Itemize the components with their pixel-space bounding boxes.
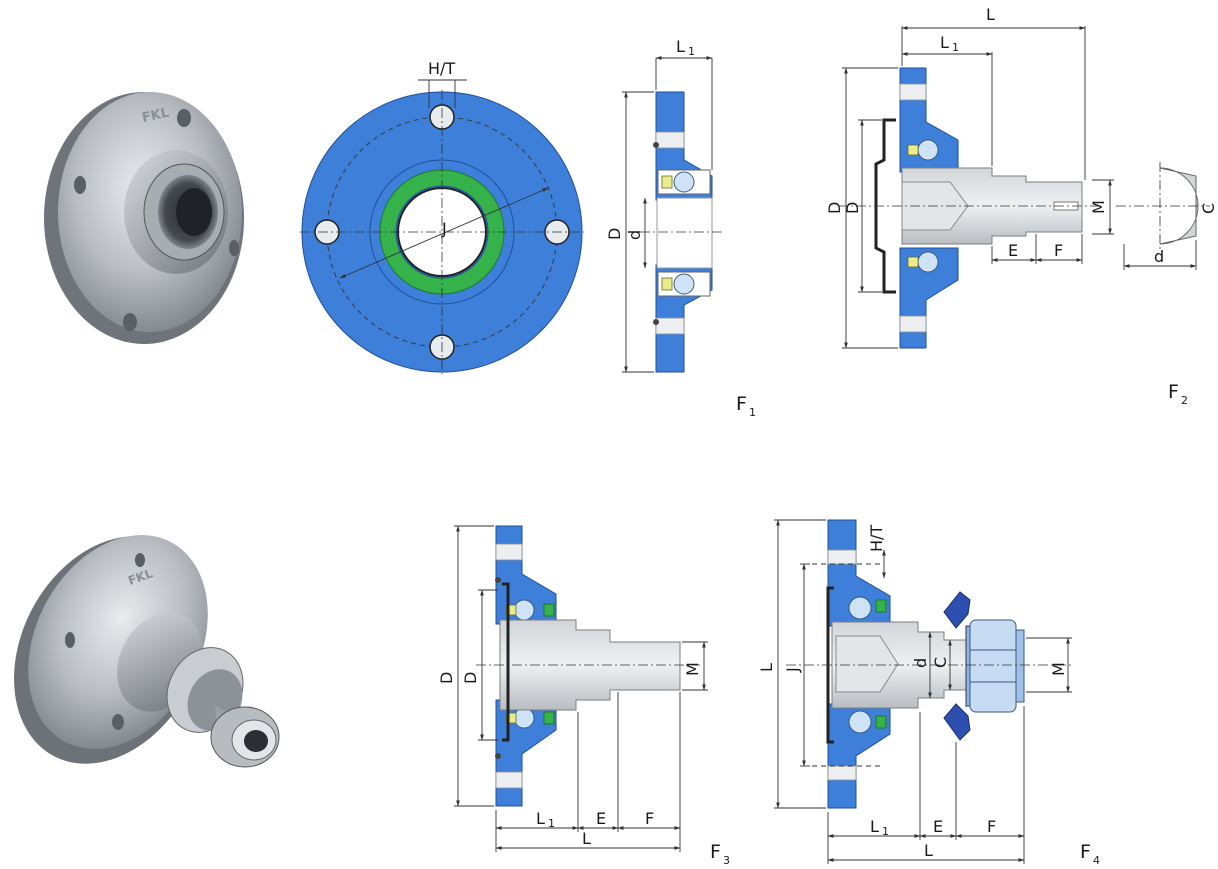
svg-text:3: 3 (723, 854, 730, 867)
svg-text:1: 1 (952, 41, 959, 54)
figure-label-f2: F (1168, 381, 1179, 403)
label-d1-upper-f3: D (461, 672, 480, 684)
label-d-shaft: d (1154, 247, 1164, 266)
label-d1-upper-f2: D (843, 202, 862, 214)
section-f4: L J H/T d C M L 1 E F L F 4 (757, 519, 1100, 867)
figure-label-f1: F (736, 393, 747, 415)
label-d-upper-f3: D (437, 672, 456, 684)
product-photo-flange-unit: FKL (44, 92, 244, 344)
label-f-f2: F (1054, 241, 1063, 260)
shaft-end-view-f2: d C (1116, 162, 1218, 270)
front-view-flange: H/T J (300, 59, 584, 374)
label-m-f3: M (683, 662, 702, 676)
label-c-f4: C (931, 657, 950, 668)
section-f2: L L 1 D D M E F F 2 (825, 5, 1188, 407)
svg-text:1: 1 (749, 406, 756, 419)
svg-text:2: 2 (1181, 394, 1188, 407)
label-d-upper-f2: D (825, 202, 844, 214)
label-ht-front: H/T (428, 59, 455, 78)
svg-text:4: 4 (1093, 854, 1100, 867)
label-ht-f4: H/T (867, 525, 886, 552)
section-f1: L 1 D d F 1 (605, 37, 756, 419)
label-d1-f1: d (625, 230, 644, 240)
label-j-f4: J (783, 667, 802, 673)
label-l-rot-f4: L (757, 663, 776, 672)
figure-label-f3: F (710, 841, 721, 863)
label-f-f3: F (645, 809, 654, 828)
label-e-f3: E (596, 809, 606, 828)
label-f-f4: F (987, 817, 996, 836)
label-l-f4: L (924, 841, 933, 860)
label-c-shaft: C (1199, 203, 1218, 214)
label-l1-f3: L (536, 809, 545, 828)
label-l-f3: L (582, 829, 591, 848)
product-photo-hub-unit: FKL (14, 535, 280, 768)
brand-mark-top: FKL (141, 106, 171, 126)
label-l1-f4: L (870, 817, 879, 836)
section-f3: D D M L 1 E F L F 3 (437, 525, 730, 867)
label-m-f4: M (1049, 662, 1068, 676)
svg-text:1: 1 (548, 817, 555, 830)
figure-label-f4: F (1080, 841, 1091, 863)
label-m-f2: M (1089, 200, 1108, 214)
label-l1-f1: L (676, 37, 685, 56)
label-e-f2: E (1008, 241, 1018, 260)
label-l1-f2: L (940, 33, 949, 52)
svg-text:1: 1 (882, 825, 889, 838)
label-d-f4: d (911, 658, 930, 668)
label-d-f1: D (605, 228, 624, 240)
label-e-f4: E (933, 817, 943, 836)
svg-text:1: 1 (688, 45, 695, 58)
label-l-f2: L (986, 5, 995, 24)
label-j-front: J (441, 219, 447, 238)
